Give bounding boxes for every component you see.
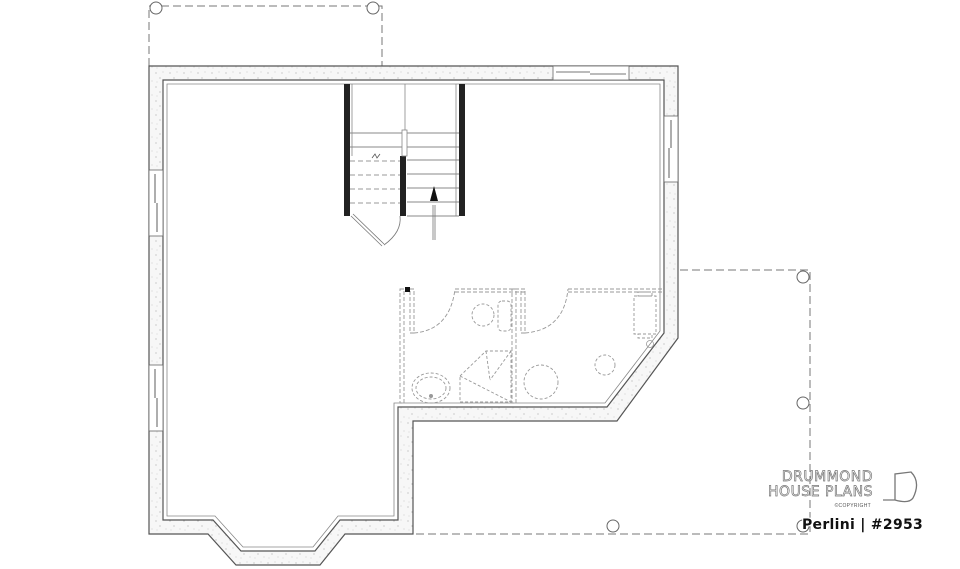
interior-partitions [399, 288, 662, 404]
door-swing [350, 213, 401, 247]
foundation-walls [148, 65, 679, 566]
window [552, 65, 630, 81]
rear-deck-outline [410, 269, 811, 535]
sink-icon [411, 372, 451, 404]
arrow-up-icon [430, 186, 438, 240]
post-icon [366, 1, 380, 15]
post-icon [796, 519, 810, 533]
window [663, 115, 679, 183]
plan-caption: Perlini | #2953 [802, 517, 924, 533]
shower-icon [459, 350, 512, 403]
drain-icon [646, 340, 654, 348]
stairs [344, 84, 465, 247]
window [148, 169, 164, 237]
column-icon [405, 287, 410, 292]
post-icon [796, 396, 810, 410]
front-porch-outline [148, 5, 383, 66]
furnace-icon [633, 291, 657, 339]
post-icon [149, 1, 163, 15]
copyright-label: ©COPYRIGHT [834, 503, 871, 509]
sink-drain-icon [429, 394, 433, 398]
window [148, 364, 164, 432]
post-icon [606, 519, 620, 533]
brand-name-line1: DRUMMOND [781, 469, 873, 485]
water-heater-icon [523, 364, 559, 400]
toilet-icon [471, 300, 512, 332]
floor-drain-icon [594, 354, 616, 376]
brand-block: DRUMMOND HOUSE PLANS ©COPYRIGHT [748, 468, 923, 538]
brand-logo-icon [883, 471, 918, 503]
brand-name-line2: HOUSE PLANS [768, 484, 873, 500]
post-icon [796, 270, 810, 284]
